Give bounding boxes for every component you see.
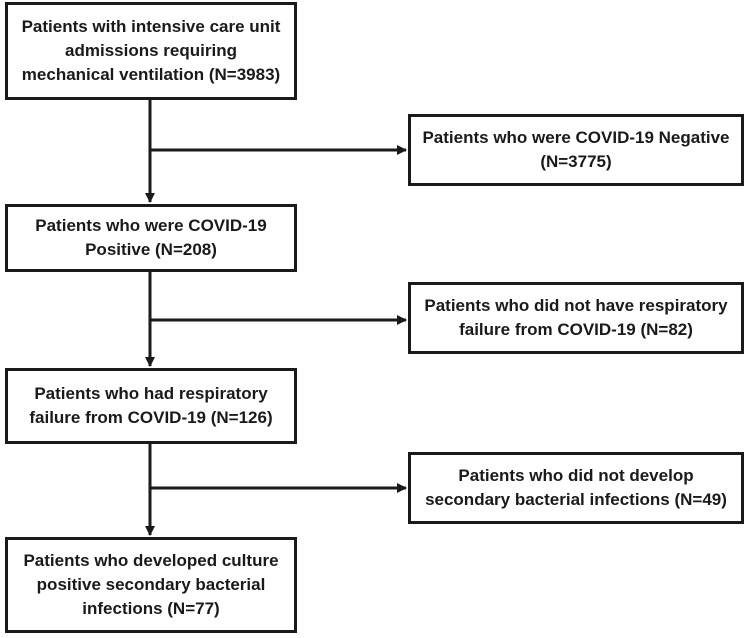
flow-box-secondary-bacterial-infection: Patients who developed culture positive … — [5, 537, 297, 633]
flow-box-label: Patients who were COVID-19 Negative (N=3… — [422, 128, 730, 171]
flow-box-icu-mechanical-ventilation: Patients with intensive care unit admiss… — [5, 2, 297, 100]
flow-box-label: Patients with intensive care unit admiss… — [21, 17, 281, 84]
flow-box-label: Patients who did not have respiratory fa… — [424, 296, 728, 339]
flow-box-label: Patients who did not develop secondary b… — [425, 466, 727, 509]
flow-box-label: Patients who developed culture positive … — [23, 551, 279, 618]
flow-box-covid-positive: Patients who were COVID-19 Positive (N=2… — [5, 204, 297, 272]
flow-box-covid-negative: Patients who were COVID-19 Negative (N=3… — [408, 114, 744, 186]
flow-box-label: Patients who were COVID-19 Positive (N=2… — [35, 216, 267, 259]
flow-box-no-secondary-infection: Patients who did not develop secondary b… — [408, 452, 744, 524]
flow-box-label: Patients who had respiratory failure fro… — [29, 384, 273, 427]
flow-box-no-respiratory-failure: Patients who did not have respiratory fa… — [408, 282, 744, 354]
flow-box-respiratory-failure: Patients who had respiratory failure fro… — [5, 368, 297, 444]
